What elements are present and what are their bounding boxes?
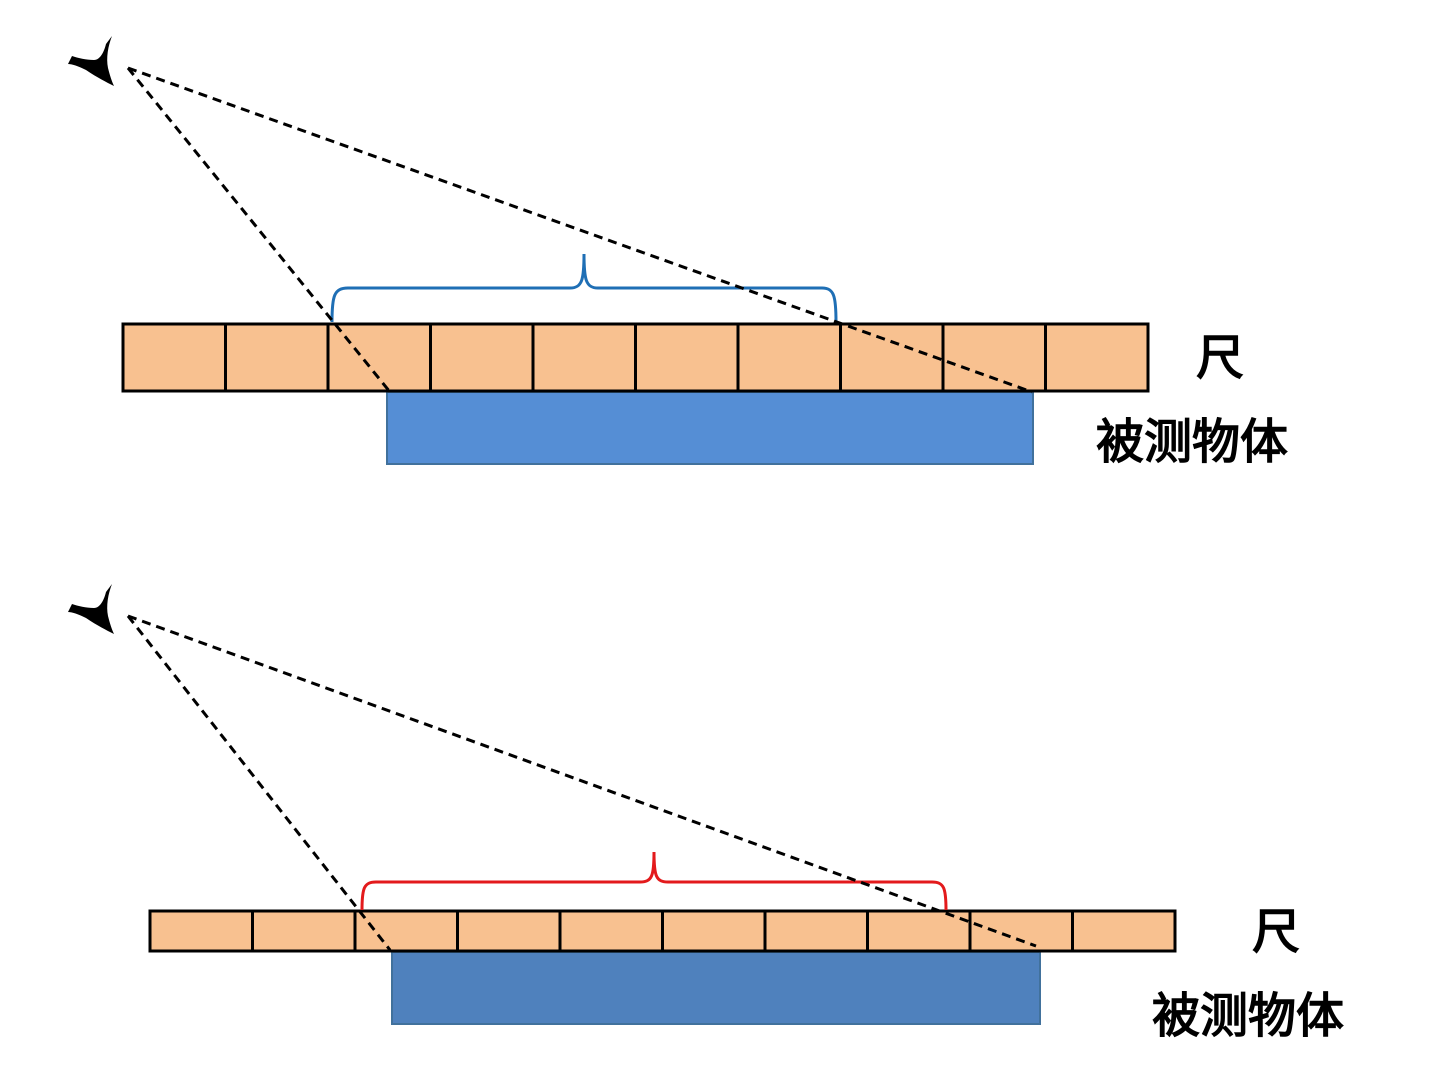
ruler-label: 尺 [1252, 904, 1300, 960]
ruler-segment [839, 322, 945, 393]
object-label: 被测物体 [1096, 414, 1288, 470]
ruler-segment [148, 909, 254, 953]
ruler-segment [1071, 909, 1177, 953]
ruler-segment [968, 909, 1074, 953]
bottom-view: 尺 被测物体 [68, 584, 1344, 1044]
ruler-segment [121, 322, 227, 393]
ruler-segment [763, 909, 869, 953]
ruler-segment [224, 322, 330, 393]
ruler-segment [429, 322, 535, 393]
sight-line-left [126, 67, 392, 393]
ruler-segment [353, 909, 459, 953]
sight-line-right [127, 614, 1037, 948]
ruler-segment [736, 322, 842, 393]
ruler-segment [456, 909, 562, 953]
measured-object-bar [391, 951, 1041, 1025]
ruler-segment [1044, 322, 1150, 393]
ruler-segment [251, 909, 357, 953]
measurement-brace [330, 253, 838, 323]
measurement-brace [360, 851, 948, 911]
eye-icon [68, 36, 114, 86]
ruler-segment [558, 909, 664, 953]
ruler-segment [866, 909, 972, 953]
ruler-segment [941, 322, 1047, 393]
sight-line-left [126, 615, 392, 951]
ruler-label: 尺 [1196, 330, 1244, 386]
eye-icon [68, 584, 114, 634]
measured-object-bar [386, 391, 1034, 465]
object-label: 被测物体 [1152, 988, 1344, 1044]
sight-line-right [127, 66, 1033, 394]
ruler [121, 322, 1150, 393]
ruler-segment [531, 322, 637, 393]
ruler-segment [634, 322, 740, 393]
ruler-segment [661, 909, 767, 953]
top-view: 尺 被测物体 [68, 36, 1288, 470]
ruler [148, 909, 1177, 953]
ruler-segment [326, 322, 432, 393]
